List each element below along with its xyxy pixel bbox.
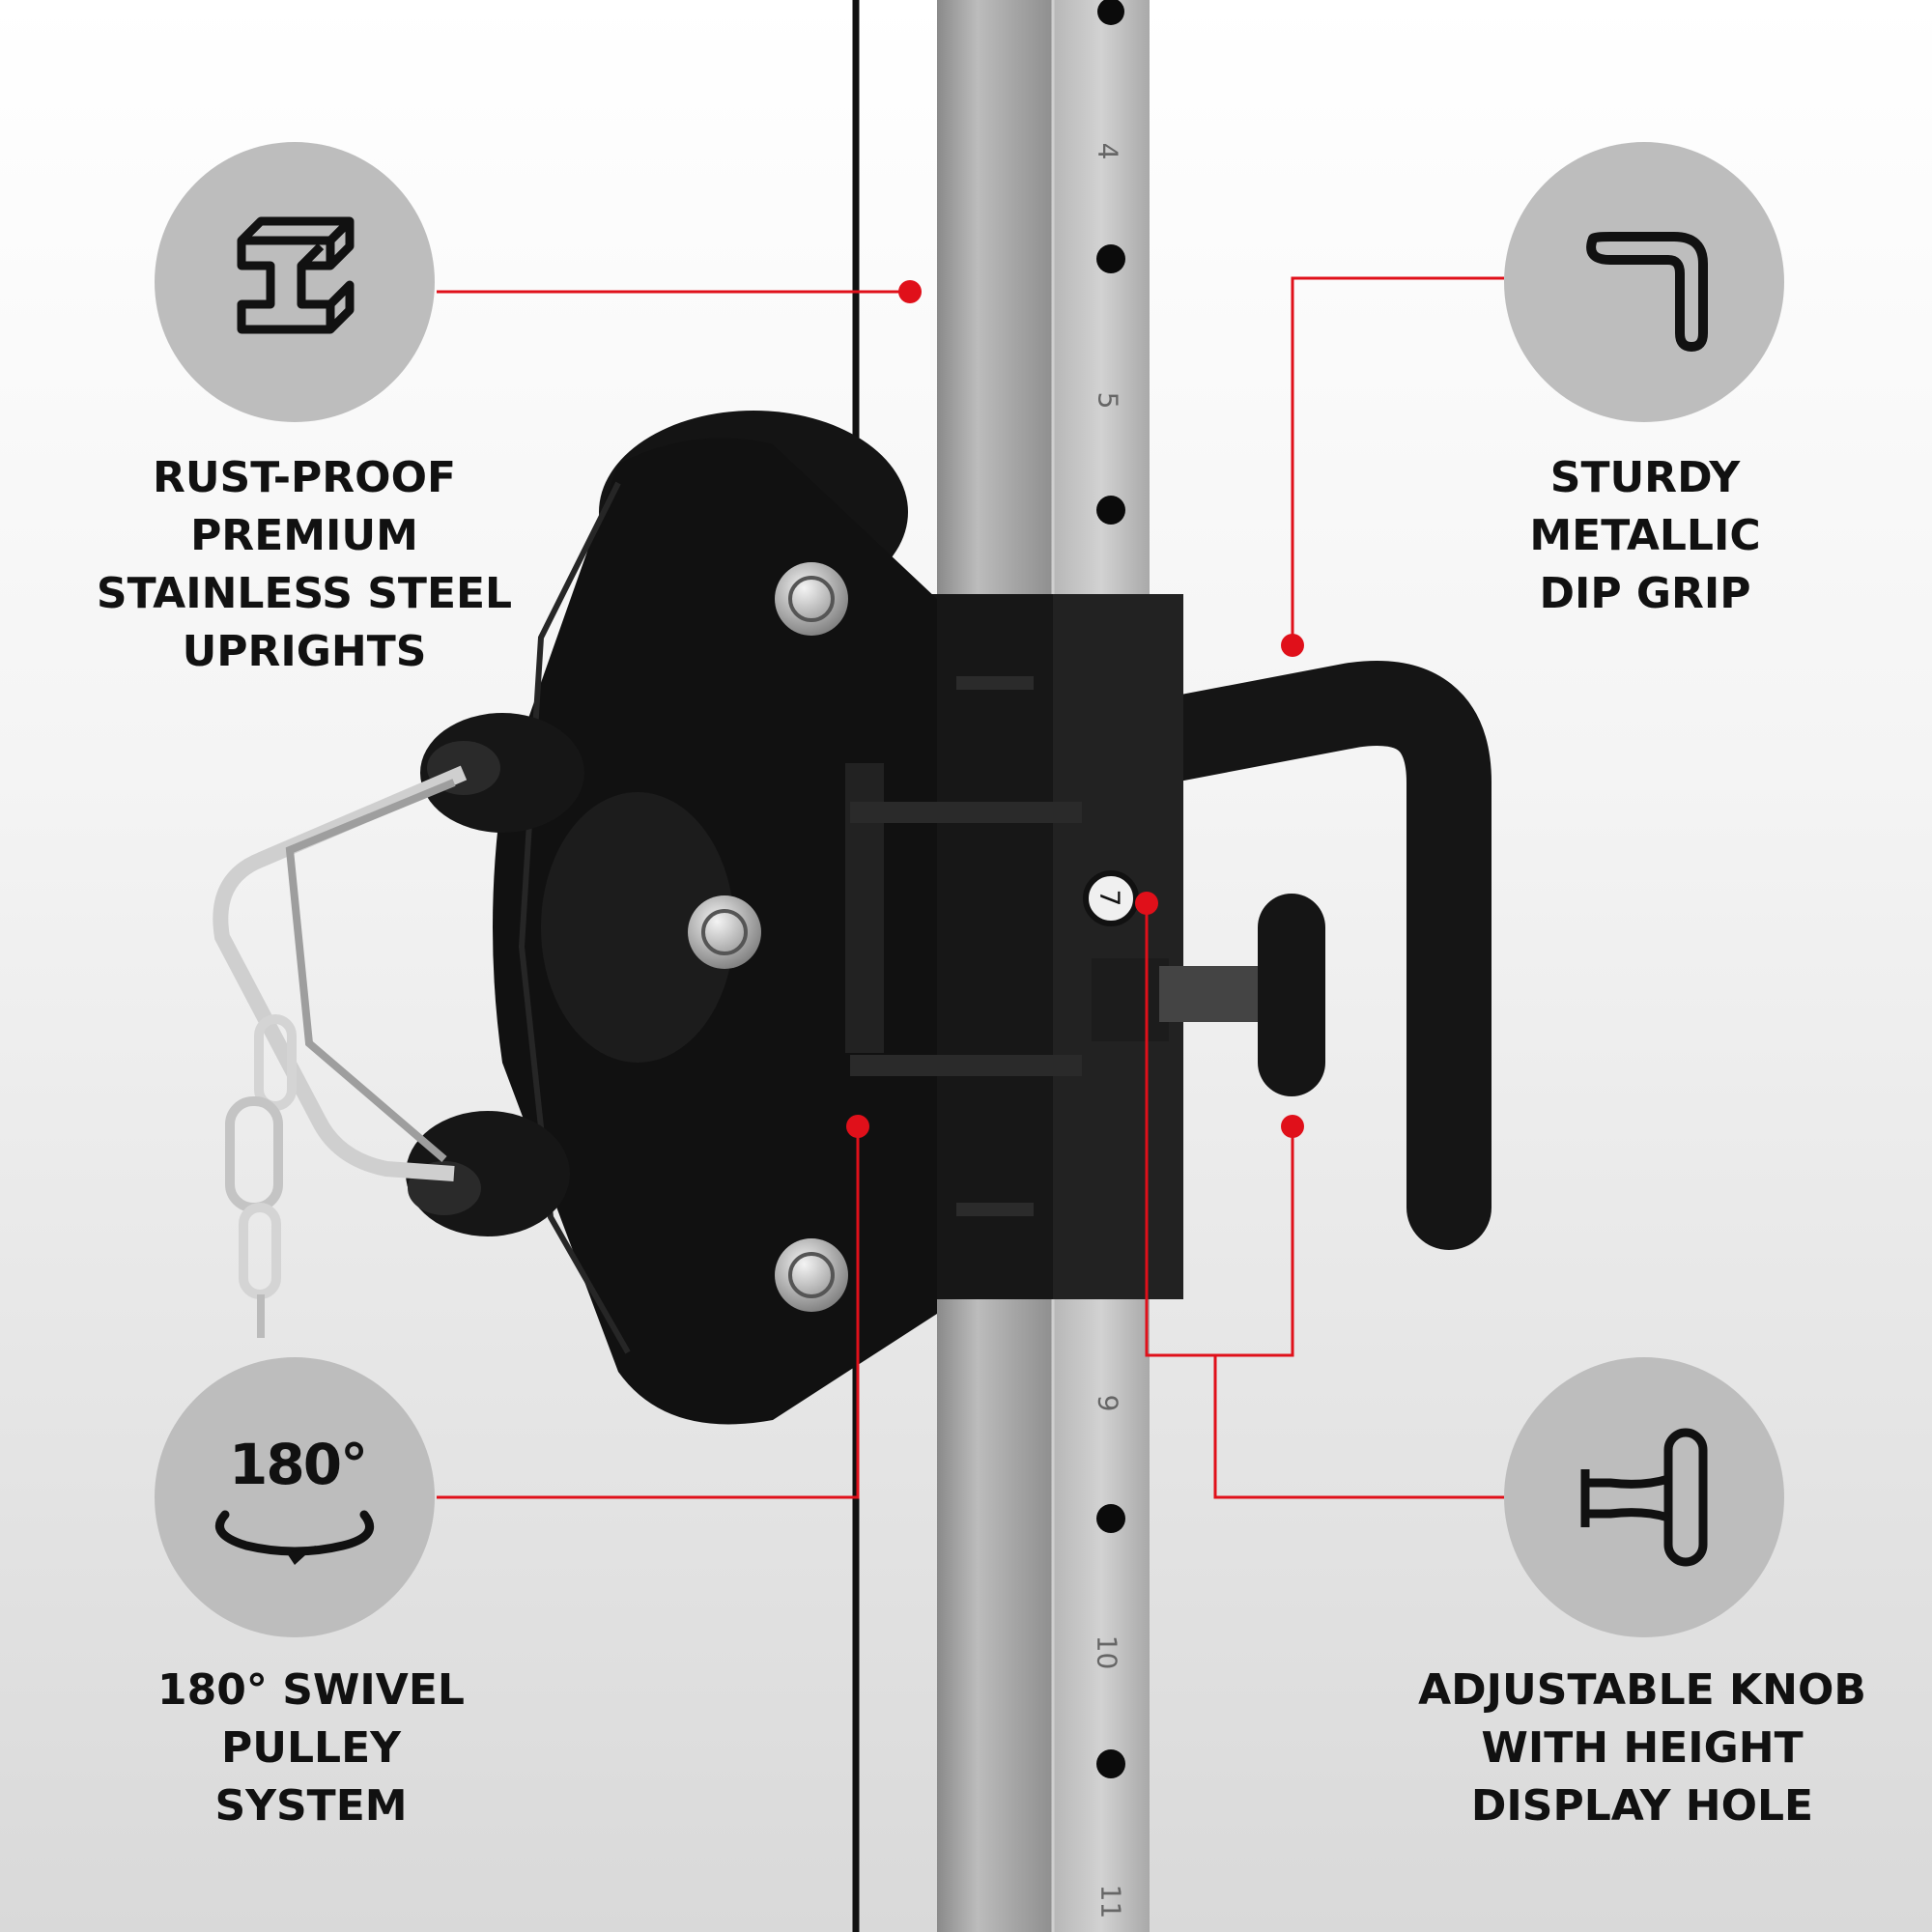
upright-number: 10 [1091, 1634, 1123, 1670]
label-line: METALLIC [1529, 511, 1761, 560]
chain-link-3 [239, 1203, 281, 1299]
steel-beam-icon [237, 216, 355, 334]
swivel-180-icon [215, 1510, 374, 1565]
upright-hole [1083, 870, 1139, 926]
label-line: STURDY [1549, 453, 1741, 502]
dip-grip [1107, 660, 1492, 1250]
bolt-top [775, 562, 848, 636]
label-line: ADJUSTABLE KNOB [1418, 1665, 1866, 1715]
steel-badge [155, 142, 435, 422]
grip-badge [1504, 142, 1784, 422]
knob-icon [1580, 1428, 1708, 1567]
upright-hole [1096, 1504, 1125, 1533]
knob-label: ADJUSTABLE KNOB WITH HEIGHT DISPLAY HOLE [1391, 1662, 1893, 1835]
grip-label: STURDY METALLIC DIP GRIP [1394, 449, 1896, 623]
label-line: PREMIUM [190, 511, 418, 560]
upright-number: 5 [1092, 391, 1124, 410]
knob-handle [1258, 894, 1325, 1096]
marker-dot-steel [898, 280, 922, 303]
bolt-middle [688, 895, 761, 969]
upright-hole [1097, 0, 1124, 25]
marker-dot-grip [1281, 634, 1304, 657]
label-line: SYSTEM [214, 1781, 408, 1831]
upright-number: 7 [1094, 889, 1126, 907]
marker-dot-swivel [846, 1115, 869, 1138]
chain-link-2 [225, 1096, 283, 1212]
upright-hole [1096, 496, 1125, 525]
upright-number: 9 [1092, 1394, 1124, 1412]
upright-hole [1096, 244, 1125, 273]
marker-dot-knob [1135, 892, 1158, 915]
swivel-label: 180° SWIVEL PULLEY SYSTEM [60, 1662, 562, 1835]
label-line: UPRIGHTS [182, 627, 427, 676]
bolt-bottom [775, 1238, 848, 1312]
knob-badge [1504, 1357, 1784, 1637]
carabiner [213, 765, 468, 1181]
label-line: RUST-PROOF [152, 453, 457, 502]
upright-number: 4 [1092, 142, 1124, 160]
marker-dot-knob-2 [1281, 1115, 1304, 1138]
label-line: DIP GRIP [1539, 569, 1751, 618]
label-line: PULLEY [221, 1723, 401, 1773]
swivel-180-text: 180° [229, 1432, 368, 1497]
leader-line-swivel [437, 1126, 860, 1499]
steel-label: RUST-PROOF PREMIUM STAINLESS STEEL UPRIG… [53, 449, 555, 681]
dip-grip-icon [1586, 232, 1708, 352]
label-line: WITH HEIGHT [1481, 1723, 1804, 1773]
swivel-badge: 180° [155, 1357, 435, 1637]
knob-housing [1092, 958, 1169, 1041]
label-line: STAINLESS STEEL [96, 569, 513, 618]
leader-line-grip [1291, 276, 1504, 645]
label-line: 180° SWIVEL [157, 1665, 465, 1715]
upright-hole [1096, 1749, 1125, 1778]
label-line: DISPLAY HOLE [1470, 1781, 1814, 1831]
leader-lines [437, 276, 1504, 1499]
upright-number: 11 [1094, 1884, 1127, 1919]
marker-dots [846, 280, 1304, 1138]
